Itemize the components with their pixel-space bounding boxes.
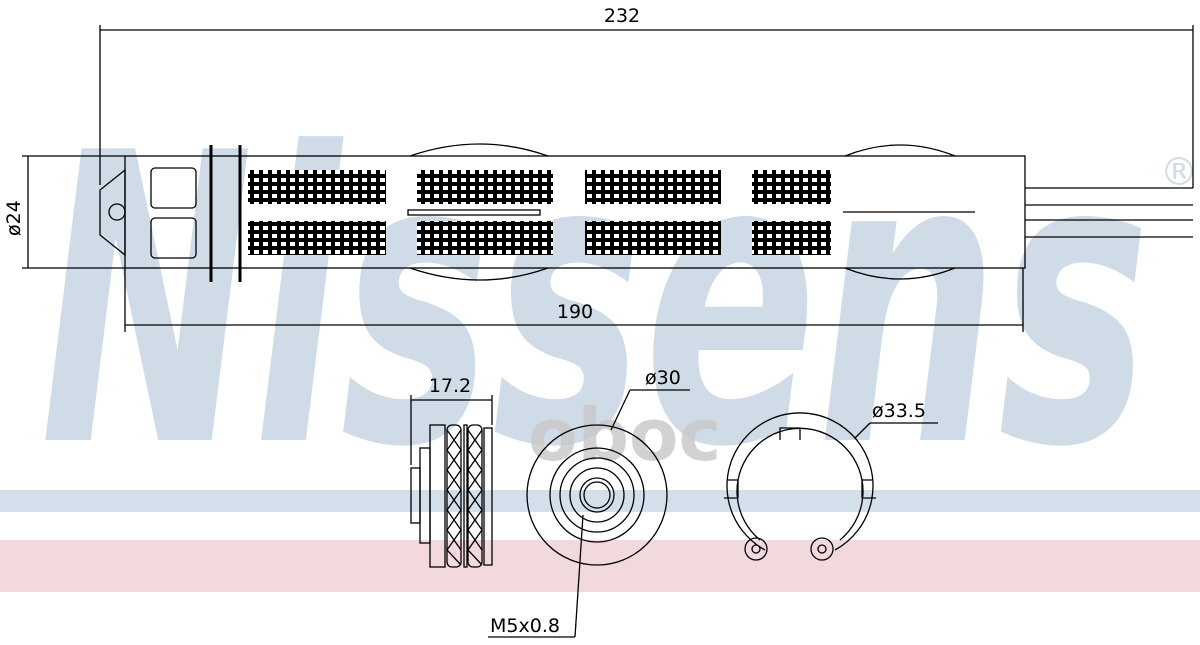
pink-band xyxy=(0,540,1200,592)
drier-body xyxy=(99,143,1193,282)
dim-17-2: 17.2 xyxy=(429,375,471,397)
dim-m5x0-8: M5x0.8 xyxy=(490,615,560,637)
dimension-body-length: 190 xyxy=(124,268,1024,332)
dimension-body-diameter: ø24 xyxy=(3,155,125,269)
blue-band xyxy=(0,490,1200,512)
dim-232: 232 xyxy=(604,5,640,27)
dim-190: 190 xyxy=(557,301,593,323)
dim-33-5: ø33.5 xyxy=(872,400,926,422)
dimension-overall-length: 232 xyxy=(99,5,1194,188)
cap-side-view: 17.2 xyxy=(410,375,493,568)
dim-24: ø24 xyxy=(3,200,25,236)
registered-mark: ® xyxy=(1160,150,1198,194)
overlay-logo: oboc xyxy=(528,393,721,477)
dim-30: ø30 xyxy=(645,367,681,389)
retaining-ring: ø33.5 xyxy=(724,400,938,561)
cap-front-view: ø30 M5x0.8 xyxy=(488,367,690,638)
